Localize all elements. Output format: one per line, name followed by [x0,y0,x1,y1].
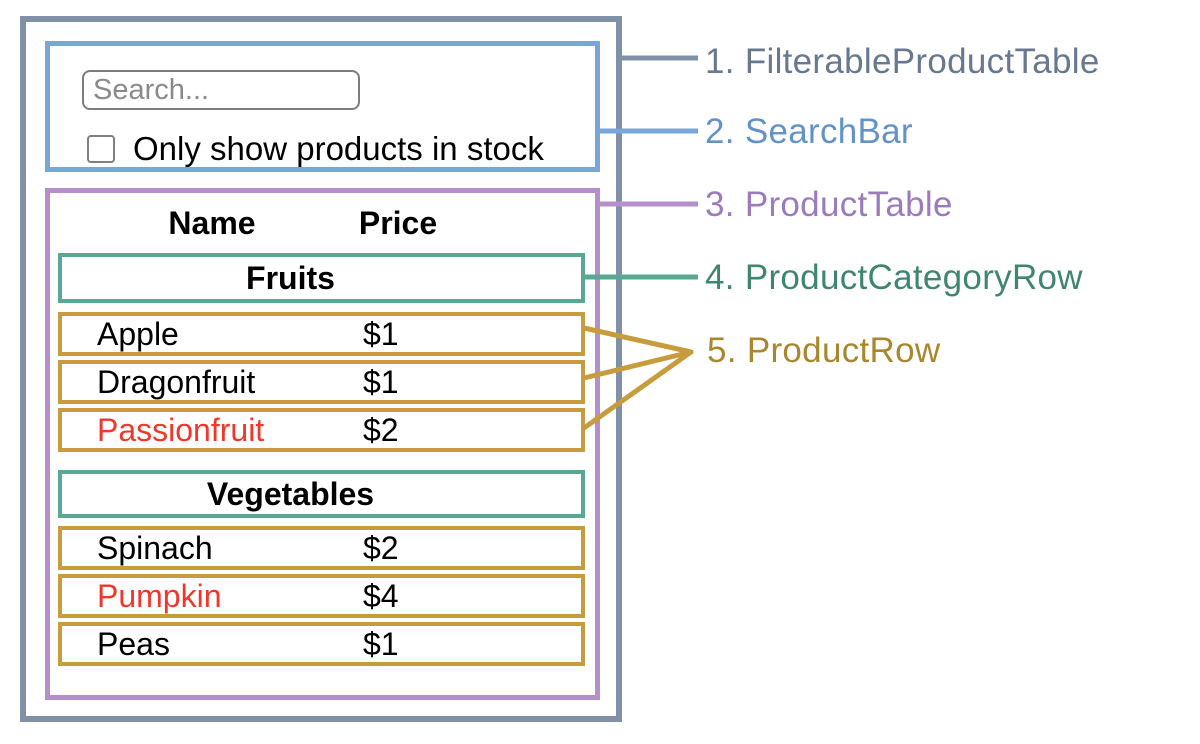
category-row-vegetables: Vegetables [58,470,585,518]
product-name: Peas [97,625,170,662]
product-price: $1 [363,363,399,400]
legend-item-filterable-product-table: 1. FilterableProductTable [705,42,1100,81]
product-price: $2 [363,529,399,566]
legend-item-product-row: 5. ProductRow [707,331,941,370]
product-price: $2 [363,411,399,448]
product-name: Pumpkin [97,577,222,614]
column-header-price: Price [358,205,438,241]
stock-filter-row: Only show products in stock [87,130,544,168]
search-input[interactable] [82,70,360,110]
product-row-spinach: Spinach $2 [58,526,585,570]
product-name: Spinach [97,529,213,566]
category-label: Fruits [246,259,335,296]
product-row-peas: Peas $1 [58,622,585,666]
legend-item-product-category-row: 4. ProductCategoryRow [705,258,1083,297]
product-row-apple: Apple $1 [58,312,585,356]
product-price: $1 [363,625,399,662]
in-stock-checkbox[interactable] [87,135,115,163]
product-row-pumpkin: Pumpkin $4 [58,574,585,618]
product-name: Dragonfruit [97,363,256,400]
product-price: $1 [363,315,399,352]
legend-item-search-bar: 2. SearchBar [705,112,913,151]
product-name: Passionfruit [97,411,265,448]
in-stock-checkbox-label: Only show products in stock [133,130,544,167]
product-row-passionfruit: Passionfruit $2 [58,408,585,452]
category-label: Vegetables [206,475,375,512]
search-bar-box: Only show products in stock [45,41,600,172]
product-row-dragonfruit: Dragonfruit $1 [58,360,585,404]
product-price: $4 [363,577,399,614]
product-table-box: Name Price Fruits Apple $1 Dragonfruit $… [45,188,600,700]
product-name: Apple [97,315,179,352]
category-row-fruits: Fruits [58,253,585,303]
column-header-name: Name [168,205,256,241]
legend-item-product-table: 3. ProductTable [705,185,953,224]
